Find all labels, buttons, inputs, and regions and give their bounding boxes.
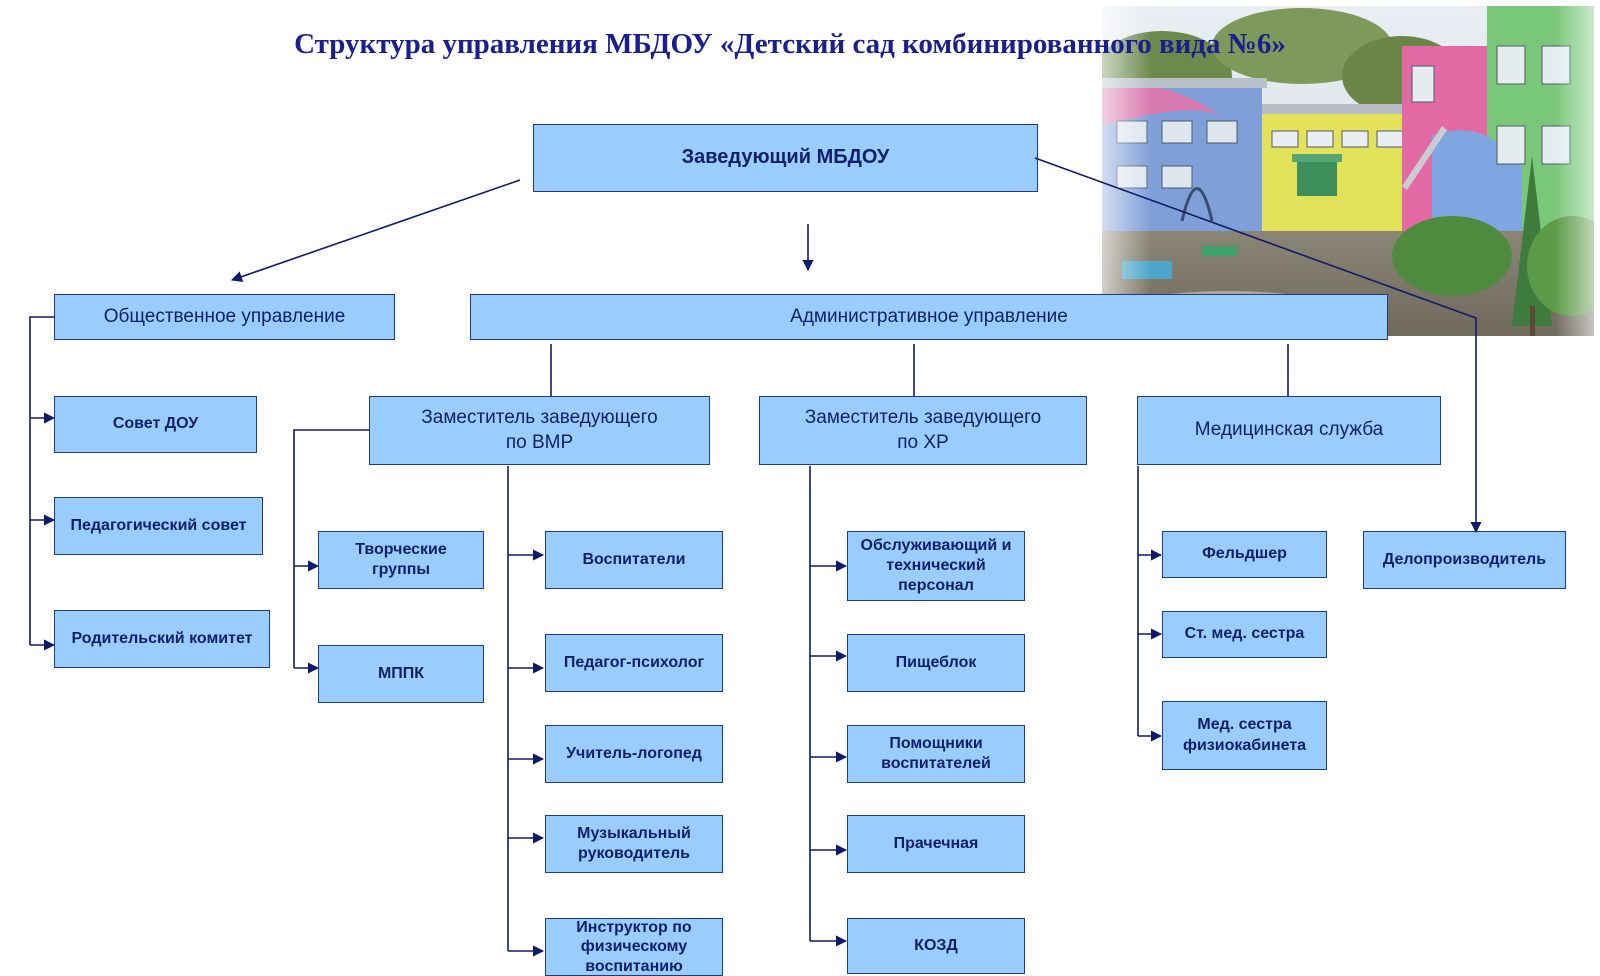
public-management-label: Общественное управление [103, 305, 346, 327]
head-box: Заведующий МБДОУ [533, 124, 1038, 192]
kozd-box: КОЗД [847, 918, 1025, 974]
parent-committee-box: Родительский комитет [54, 610, 270, 668]
kitchen-box: Пищеблок [847, 634, 1025, 692]
clerk-box: Делопроизводитель [1363, 531, 1566, 589]
service-staff-line1: Обслуживающий и [860, 537, 1012, 555]
creative-groups-line1: Творческие [355, 540, 447, 558]
head-nurse-box: Ст. мед. сестра [1162, 611, 1327, 658]
creative-groups-line2: группы [371, 561, 431, 578]
physio-nurse-box: Мед. сестра физиокабинета [1162, 701, 1327, 770]
service-staff-line3: персонал [898, 576, 974, 594]
kozd-label: КОЗД [914, 936, 958, 954]
assistants-box: Помощники воспитателей [847, 725, 1025, 783]
pe-instructor-box: Инструктор по физическому воспитанию [545, 918, 723, 976]
laundry-label: Прачечная [893, 834, 979, 852]
public-management-box: Общественное управление [54, 294, 395, 340]
speech-therapist-label: Учитель-логопед [566, 744, 702, 762]
kitchen-label: Пищеблок [895, 653, 977, 671]
music-director-line2: руководитель [578, 845, 690, 862]
speech-therapist-box: Учитель-логопед [545, 725, 723, 783]
ped-council-label: Педагогический совет [70, 516, 247, 534]
physio-nurse-line1: Мед. сестра [1197, 716, 1292, 734]
deputy-hr-line1: Заместитель заведующего [804, 407, 1042, 429]
deputy-hr-box: Заместитель заведующего по ХР [759, 396, 1087, 465]
council-box: Совет ДОУ [54, 396, 257, 453]
ped-council-box: Педагогический совет [54, 497, 263, 555]
medical-service-label: Медицинская служба [1194, 419, 1384, 441]
pe-instructor-line3: воспитанию [585, 957, 683, 975]
admin-management-label: Административное управление [790, 305, 1068, 327]
deputy-vmr-box: Заместитель заведующего по ВМР [369, 396, 710, 465]
deputy-vmr-line1: Заместитель заведующего [421, 407, 658, 429]
psychologist-box: Педагог-психолог [545, 634, 723, 692]
head-label: Заведующий МБДОУ [681, 146, 890, 169]
parent-committee-label: Родительский комитет [71, 629, 253, 647]
pe-instructor-line1: Инструктор по [576, 918, 692, 936]
service-staff-line2: технический [886, 557, 986, 575]
educators-label: Воспитатели [582, 550, 686, 568]
psychologist-label: Педагог-психолог [563, 653, 705, 671]
paramedic-box: Фельдшер [1162, 531, 1327, 578]
creative-groups-box: Творческие группы [318, 531, 484, 589]
assistants-line2: воспитателей [881, 755, 991, 772]
clerk-label: Делопроизводитель [1382, 550, 1547, 568]
physio-nurse-line2: физиокабинета [1182, 736, 1307, 754]
laundry-box: Прачечная [847, 815, 1025, 873]
mppk-box: МППК [318, 645, 484, 703]
service-staff-box: Обслуживающий и технический персонал [847, 531, 1025, 601]
deputy-vmr-line2: по ВМР [505, 431, 574, 453]
head-nurse-label: Ст. мед. сестра [1184, 625, 1305, 643]
paramedic-label: Фельдшер [1202, 545, 1287, 563]
music-director-box: Музыкальный руководитель [545, 815, 723, 873]
pe-instructor-line2: физическому [580, 938, 688, 956]
page-title: Структура управления МБДОУ «Детский сад … [294, 28, 1286, 60]
assistants-line1: Помощники [889, 734, 983, 752]
council-label: Совет ДОУ [112, 415, 199, 433]
deputy-hr-line2: по ХР [897, 431, 949, 453]
admin-management-box: Административное управление [470, 294, 1388, 340]
mppk-label: МППК [377, 664, 425, 682]
music-director-line1: Музыкальный [577, 824, 691, 842]
medical-service-box: Медицинская служба [1137, 396, 1441, 465]
educators-box: Воспитатели [545, 531, 723, 589]
